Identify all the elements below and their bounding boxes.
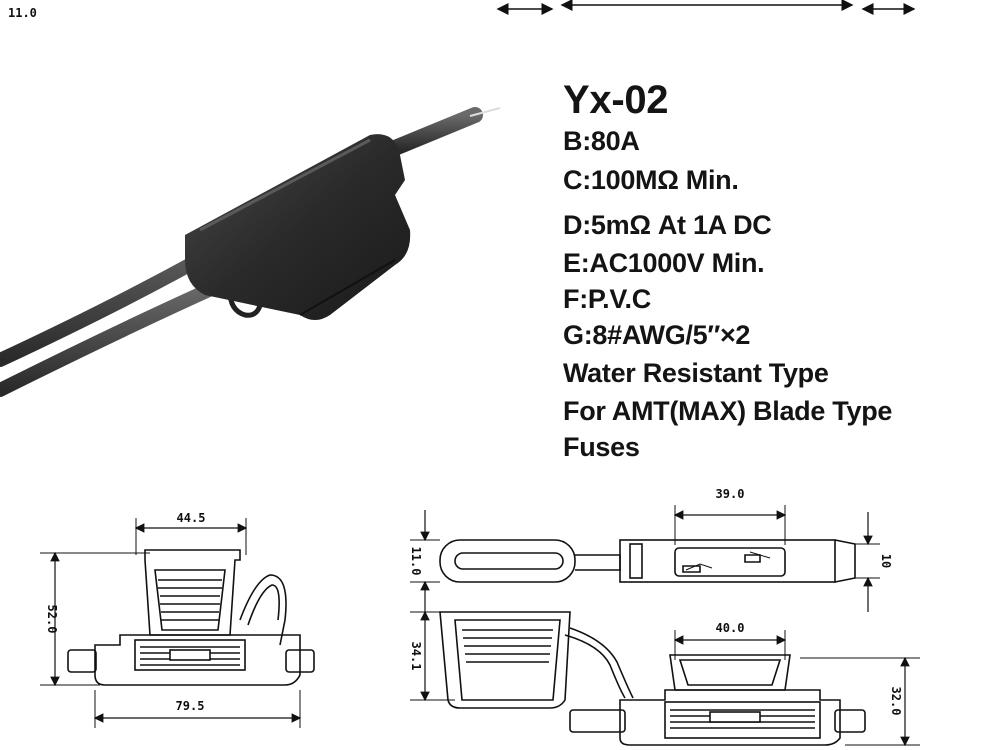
spec-line: F:P.V.C [563,284,651,314]
dim-top-view-depth: 10 [879,554,893,568]
front-view-drawing [40,518,315,728]
spec-line: For AMT(MAX) Blade Type [563,396,893,426]
dim-top-view-height: 11.0 [409,547,423,576]
spec-line: C:100MΩ Min. [563,165,739,195]
dim-front-top-width: 44.5 [177,511,206,525]
spec-line: Water Resistant Type [563,358,829,388]
model-title: Yx-02 [563,78,669,122]
dim-top-view-width: 39.0 [716,487,745,501]
spec-line: E:AC1000V Min. [563,248,765,278]
spec-line: G:8#AWG/5″×2 [563,320,751,350]
dim-front-height: 52.0 [45,605,59,634]
spec-line: Fuses [563,432,640,462]
corner-dimension-label: 11.0 [8,6,37,20]
top-view-drawing [410,505,880,612]
top-dimension-arrows [496,0,916,15]
spec-line: D:5mΩ At 1A DC [563,210,772,240]
dim-side-base-height: 32.0 [889,687,903,716]
dim-side-height: 34.1 [409,642,423,671]
spec-line: B:80A [563,126,640,156]
dim-front-base-width: 79.5 [176,699,205,713]
fuse-holder-photo [0,107,501,397]
side-view-drawing [410,610,920,747]
dim-side-inner-width: 40.0 [716,621,745,635]
